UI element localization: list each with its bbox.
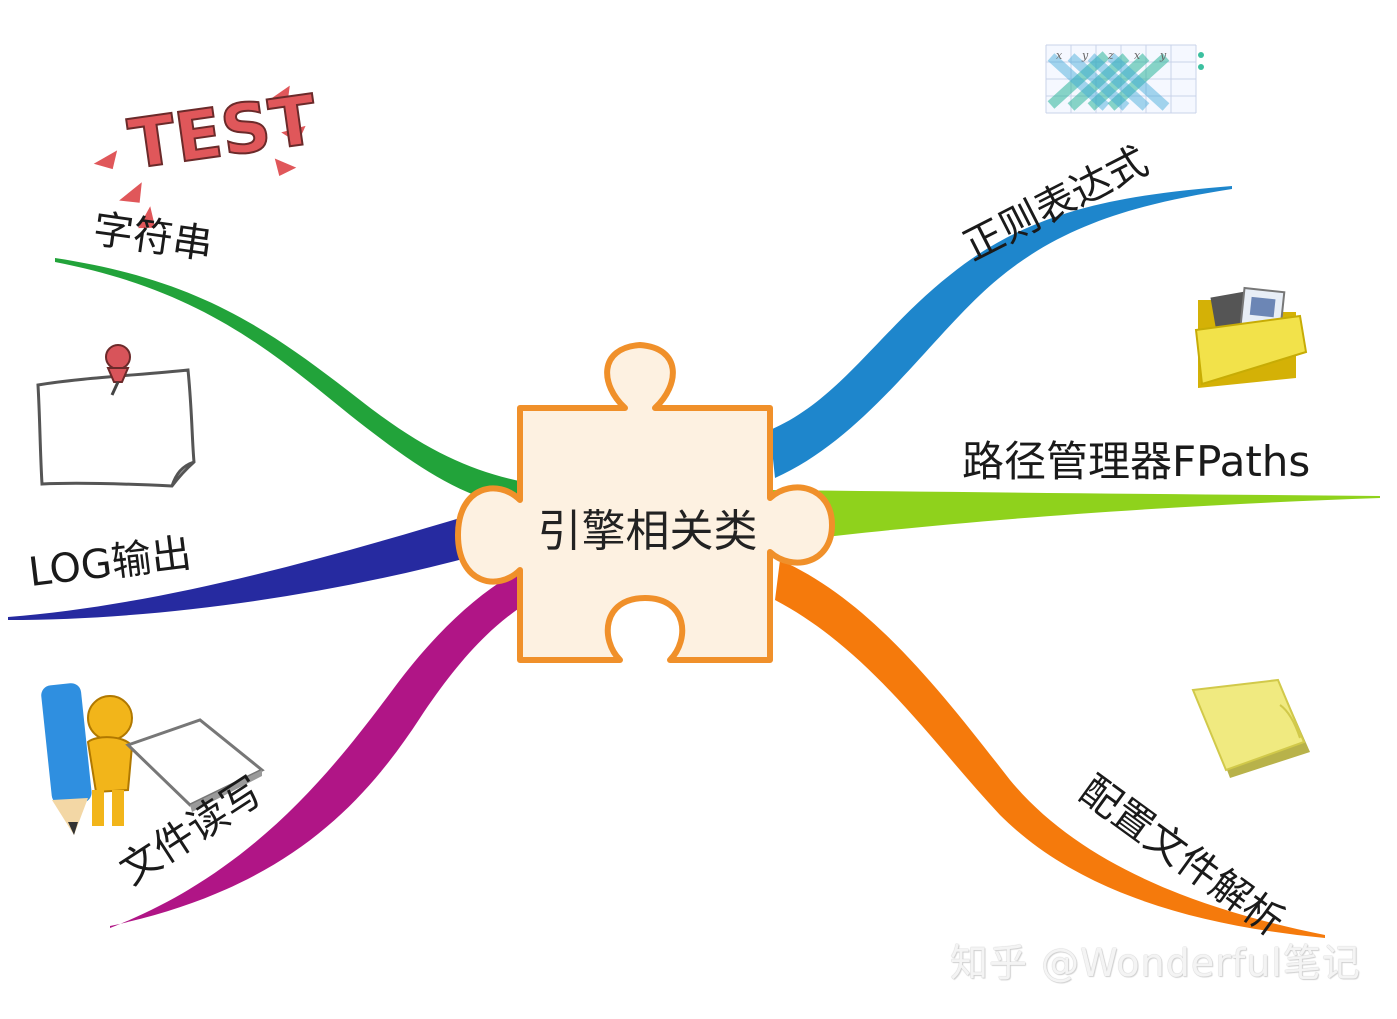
branch-config-curve [775,560,1325,938]
regex-grid-letter: x [1134,49,1141,62]
watermark-text: 知乎 @Wonderful笔记 [950,941,1361,985]
test-sticker-text: TEST [124,81,322,186]
pencil-figure-icon [41,683,265,835]
center-puzzle-piece [455,342,835,663]
regex-grid-letter: y [1159,49,1167,62]
regex-grid-letter: z [1107,49,1114,62]
regex-grid-letter: y [1081,49,1089,62]
branch-log-curve [8,515,478,620]
regex-grid-letter: x [1056,49,1063,62]
folder-icon [1194,286,1308,388]
center-topic-label: 引擎相关类 [537,506,758,557]
branch-regex-curve [770,186,1232,478]
branch-fileio-curve [110,570,532,928]
branch-string-curve [55,258,545,512]
pinned-note-icon [36,344,196,488]
branch-label-paths: 路径管理器FPaths [962,437,1311,486]
sticky-note-icon [1191,678,1310,778]
branch-paths-curve [772,490,1380,540]
